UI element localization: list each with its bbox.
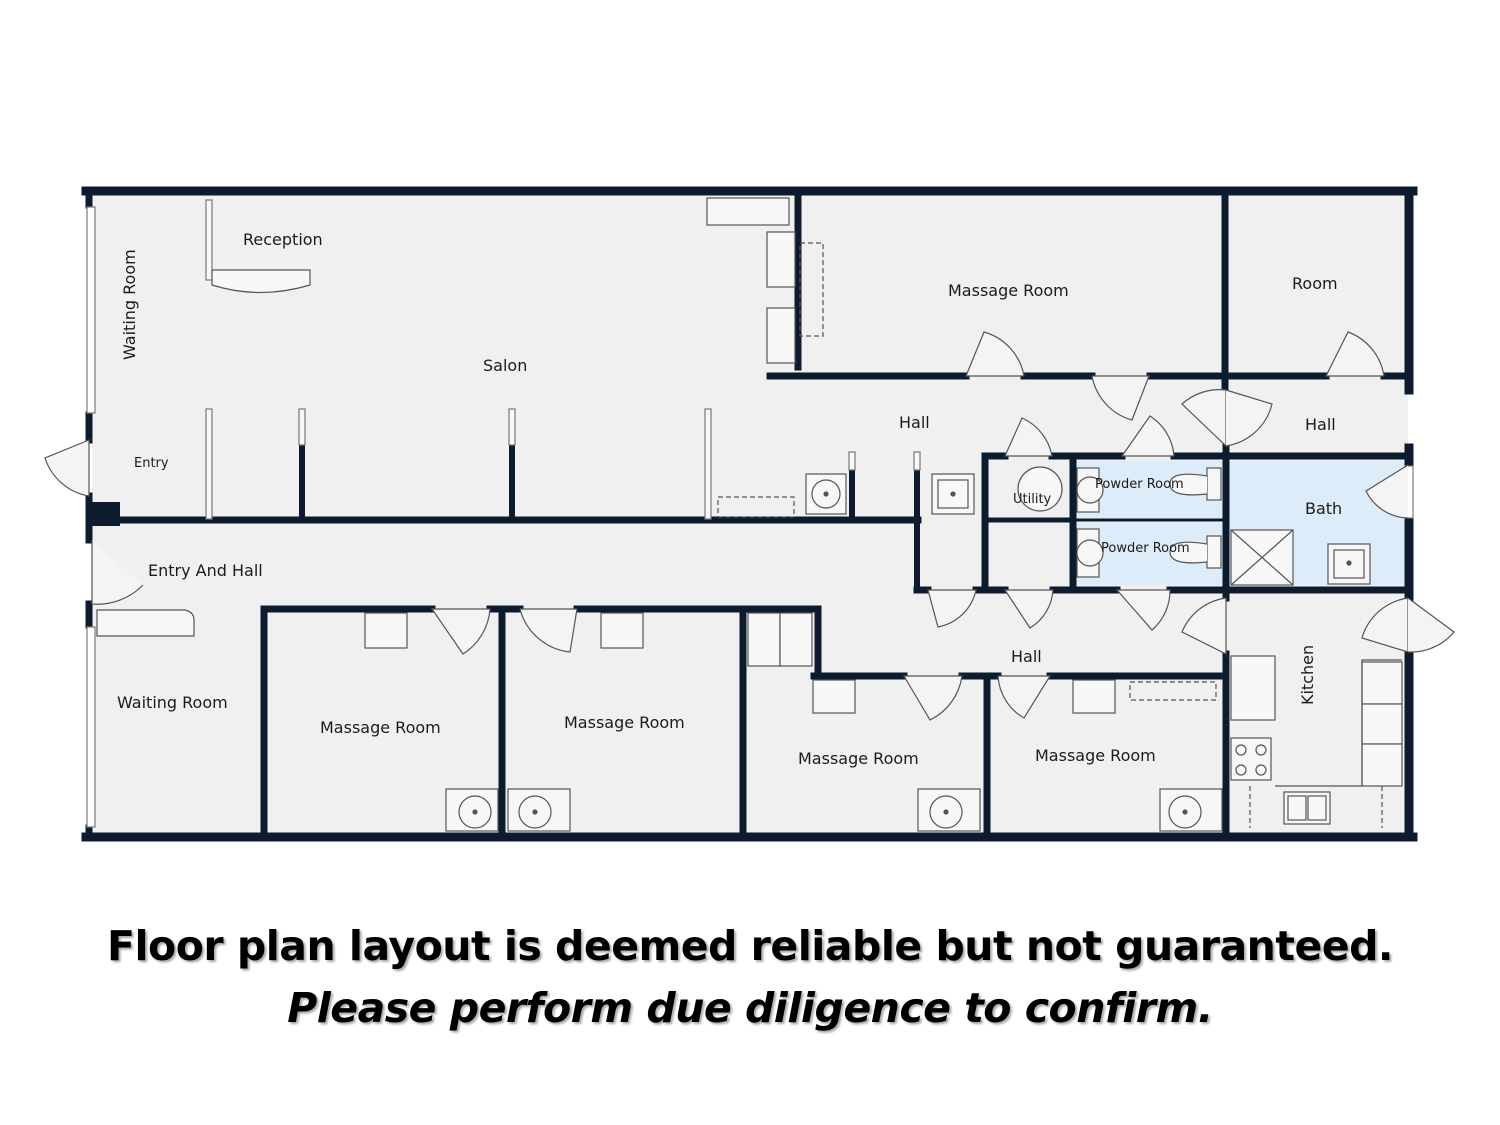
label-salon: Salon xyxy=(483,356,527,375)
label-entry: Entry xyxy=(134,456,169,471)
fixtures xyxy=(96,197,1403,832)
label-massage-room-3: Massage Room xyxy=(798,749,919,768)
label-utility: Utility xyxy=(1013,492,1052,507)
label-hall-upper: Hall xyxy=(899,413,930,432)
walls xyxy=(81,186,1418,842)
label-hall-right: Hall xyxy=(1305,415,1336,434)
label-room: Room xyxy=(1292,274,1338,293)
label-entry-and-hall: Entry And Hall xyxy=(148,561,263,580)
label-kitchen: Kitchen xyxy=(1298,645,1317,705)
wall-column xyxy=(86,502,120,526)
label-bath: Bath xyxy=(1305,499,1342,518)
windows xyxy=(86,206,1414,828)
label-waiting-room-top: Waiting Room xyxy=(120,249,139,360)
hall-right-opening xyxy=(1408,390,1418,448)
label-reception: Reception xyxy=(243,230,323,249)
label-massage-room-4: Massage Room xyxy=(1035,746,1156,765)
label-powder-room-2: Powder Room xyxy=(1101,541,1190,556)
label-massage-room-2: Massage Room xyxy=(564,713,685,732)
label-powder-room-1: Powder Room xyxy=(1095,477,1184,492)
disclaimer-line-1: Floor plan layout is deemed reliable but… xyxy=(106,922,1394,970)
label-massage-room-top: Massage Room xyxy=(948,281,1069,300)
label-waiting-room-bottom: Waiting Room xyxy=(117,693,228,712)
disclaimer-line-2: Please perform due diligence to confirm. xyxy=(287,984,1213,1032)
label-hall-lower: Hall xyxy=(1011,647,1042,666)
label-massage-room-1: Massage Room xyxy=(320,718,441,737)
salon-partitions xyxy=(205,199,921,520)
doors xyxy=(44,331,1455,721)
floor-plan: Waiting Room Reception Salon Entry Massa… xyxy=(44,186,1455,842)
